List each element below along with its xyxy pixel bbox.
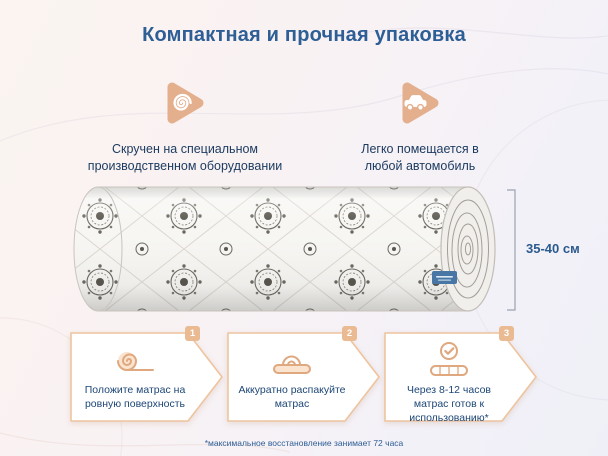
step-number-badge: 2 — [342, 326, 357, 341]
page-title: Компактная и прочная упаковка — [142, 24, 466, 46]
rolled-mattress-icon — [113, 340, 157, 381]
step-text: Положите матрас на ровную поверхность — [84, 384, 186, 410]
step-number-badge: 3 — [499, 326, 514, 341]
feature-text: Скручен на специальном производственном … — [87, 142, 283, 174]
size-label: 35-40 см — [526, 241, 580, 256]
step-item-2: 2 Аккуратно распакуйте матрас — [227, 326, 381, 422]
rolled-mattress-image — [58, 183, 510, 315]
step-arrow-shape — [70, 332, 223, 422]
step-item-1: 1 Положите матрас на ровную поверхность — [70, 326, 224, 422]
step-text: Через 8-12 часов матрас готов к использо… — [406, 384, 492, 424]
step-text: Аккуратно распакуйте матрас — [238, 384, 346, 410]
feature-car: Легко помещается в любой автомобиль — [300, 80, 540, 176]
step-item-3: 3 Через 8-12 часов матрас готов к исполь… — [384, 326, 538, 424]
size-bracket — [502, 188, 520, 317]
unpacking-mattress-icon — [270, 340, 314, 381]
feature-text: Легко помещается в любой автомобиль — [361, 142, 479, 174]
car-icon — [397, 80, 443, 131]
steps-row: 1 Положите матрас на ровную поверхность … — [70, 326, 541, 424]
spiral-icon — [162, 80, 208, 131]
step-arrow-shape — [227, 332, 380, 422]
mattress-ready-icon — [427, 340, 471, 381]
brand-tag — [432, 271, 457, 284]
step-number-badge: 1 — [185, 326, 200, 341]
step-arrow-shape — [384, 332, 537, 422]
footnote: *максимальное восстановление занимает 72… — [204, 438, 404, 448]
feature-rolling: Скручен на специальном производственном … — [65, 80, 305, 176]
